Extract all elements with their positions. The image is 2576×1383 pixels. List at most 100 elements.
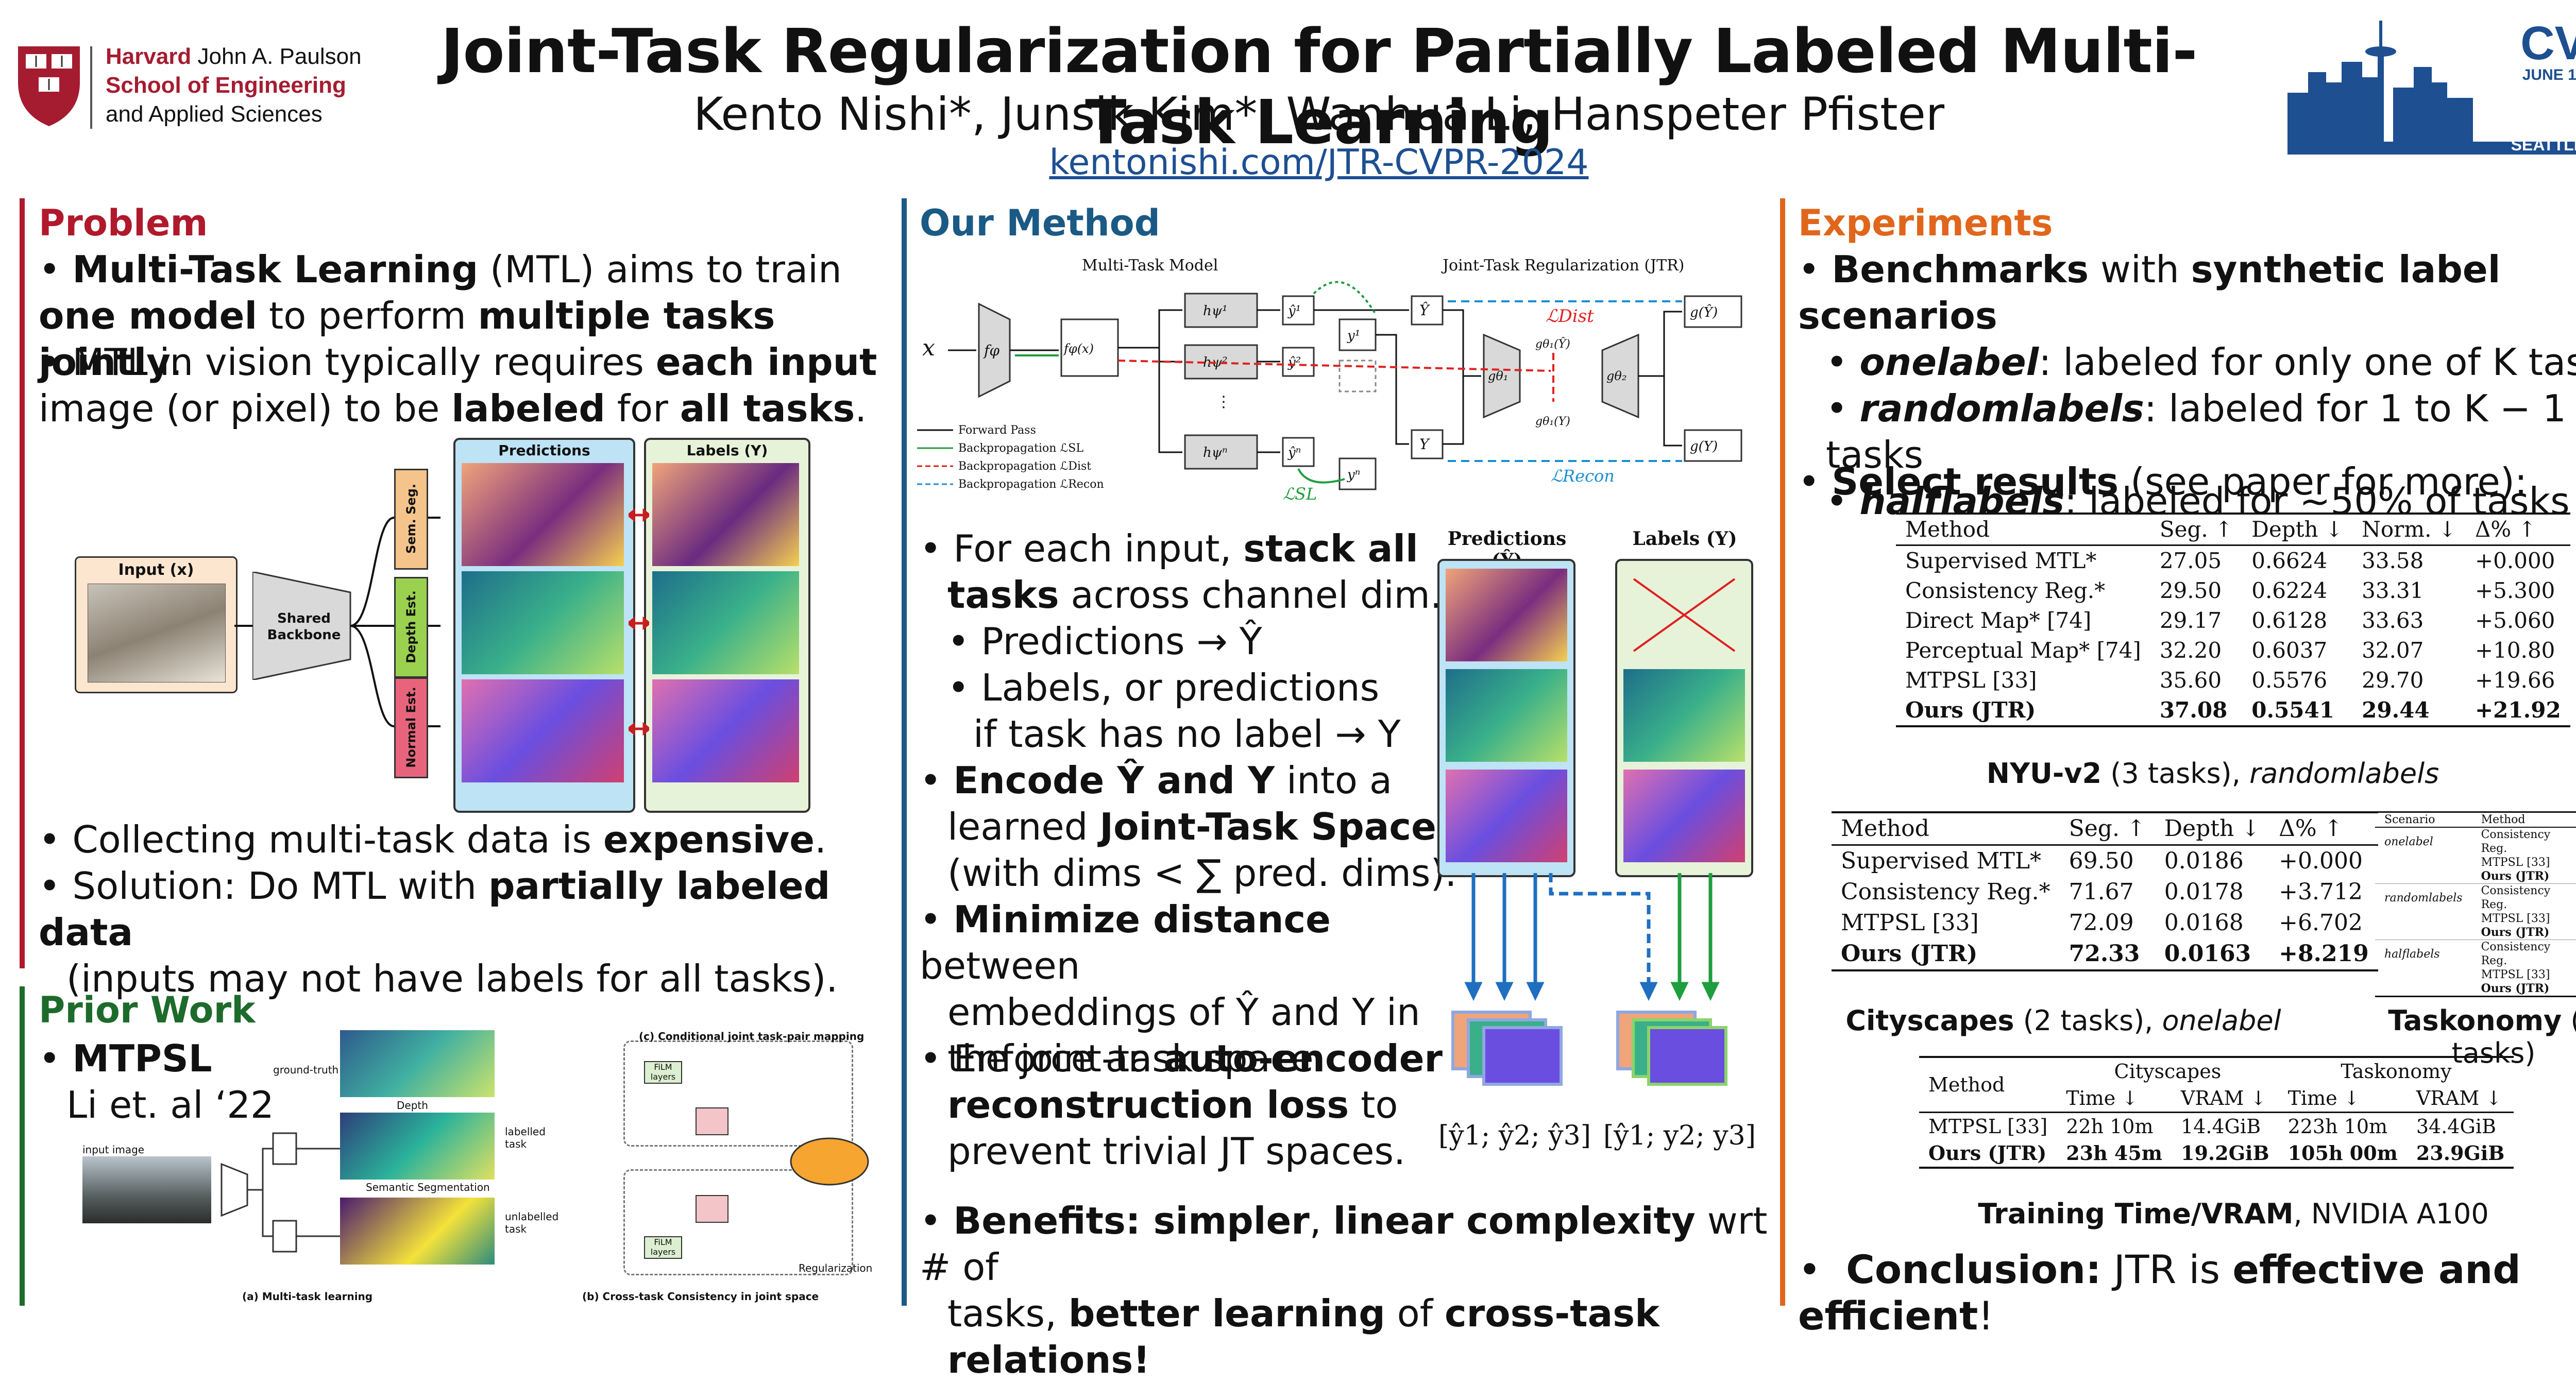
harvard-shield-icon	[18, 46, 80, 126]
prior-depth-pred	[340, 1113, 495, 1180]
task-cell: Consistency Reg.	[2481, 884, 2551, 911]
legend-bp-dist: Backpropagation ℒDist	[958, 460, 1091, 473]
nyu-cell: 33.58	[2362, 548, 2424, 573]
diag-x: x	[922, 335, 935, 361]
task-cell: MTPSL [33]	[2481, 856, 2550, 869]
time-cell: 23.9GiB	[2416, 1141, 2505, 1165]
nyu-cell: Consistency Reg.*	[1905, 578, 2106, 603]
nyu-cell: 33.31	[2362, 578, 2424, 603]
nyu-cell: 29.17	[2159, 608, 2222, 633]
task-row: MTPSL [33]+1.973	[2375, 856, 2576, 869]
diag-fphix: fφ(x)	[1063, 342, 1094, 356]
method-pred-panel	[1437, 559, 1575, 877]
nyu-header-cell: Δ% ↑	[2475, 517, 2536, 542]
city-cell: 69.50	[2069, 848, 2134, 874]
task-row: MTPSL [33]+1.261	[2375, 912, 2576, 926]
method-missing-label-icon	[1633, 578, 1736, 652]
fig-predictions-label: Predictions	[498, 442, 590, 459]
prior-reg-label: Regularization	[799, 1262, 873, 1274]
nyu-cell: 0.5541	[2251, 697, 2334, 723]
city-cell: Ours (JTR)	[1841, 941, 1978, 967]
seattle-skyline-icon: CVPR JUNE 17-21, 2024 SEATTLE, WA	[2287, 17, 2576, 155]
method-diagram: Multi-Task Model Joint-Task Regularizati…	[917, 257, 1742, 504]
task-cell	[2375, 856, 2472, 869]
time-header-cvram: VRAM ↓	[2181, 1087, 2267, 1109]
diag-Yhat: Ŷ	[1419, 302, 1430, 319]
nyu-cell: Supervised MTL*	[1905, 548, 2097, 573]
exp-bullet-2: • Select results (see paper for more):	[1798, 460, 2528, 503]
time-cell: 23h 45m	[2066, 1141, 2163, 1165]
nyu-cell: 29.50	[2159, 578, 2222, 603]
nyu-header-cell: Norm. ↓	[2362, 517, 2456, 542]
time-caption: Training Time/VRAM, NVIDIA A100	[1978, 1198, 2489, 1230]
nyu-cell: 0.6624	[2251, 548, 2328, 573]
diag-Y: Y	[1419, 436, 1430, 453]
diag-mtm-label: Multi-Task Model	[1082, 257, 1218, 275]
city-cell: 71.67	[2069, 879, 2134, 905]
nyu-header-cell: Depth ↓	[2251, 517, 2344, 542]
prior-unlabelled-label: unlabelled task	[505, 1210, 559, 1235]
prior-bar	[20, 986, 25, 1306]
experiments-title: Experiments	[1798, 202, 2053, 244]
fig-pred-seg	[462, 463, 624, 566]
diag-hn: hψⁿ	[1203, 445, 1228, 460]
method-stack-figure: Predictions (Ŷ) Labels (Y)	[1432, 528, 1762, 1162]
method-fig-labels-label: Labels (Y)	[1632, 528, 1737, 550]
time-header-method: Method	[1919, 1057, 2057, 1113]
harvard-applied: and Applied Sciences	[106, 101, 323, 127]
fig-pred-depth	[462, 571, 624, 674]
nyu-cell: 32.07	[2362, 638, 2424, 663]
time-cell: 223h 10m	[2287, 1115, 2388, 1138]
city-cell: +0.000	[2279, 848, 2363, 874]
nyu-cell: +21.92	[2475, 697, 2561, 723]
nyu-cell: +0.000	[2475, 548, 2555, 573]
time-cell: 19.2GiB	[2181, 1141, 2269, 1165]
city-header-cell: Δ% ↑	[2279, 815, 2343, 842]
fig-connectors	[234, 517, 440, 727]
time-header-ttime: Time ↓	[2287, 1087, 2360, 1109]
fig-labels-label: Labels (Y)	[686, 442, 768, 459]
prior-cond-box-bottom	[623, 1169, 853, 1275]
city-cell: MTPSL [33]	[1841, 910, 1979, 936]
nyu-cell: MTPSL [33]	[1905, 668, 2037, 693]
city-cell: +8.219	[2279, 941, 2369, 967]
diag-yh2: ŷ²	[1287, 355, 1301, 370]
task-cell: MTPSL [33]	[2481, 968, 2550, 981]
problem-title: Problem	[39, 202, 208, 244]
project-link[interactable]: kentonishi.com/JTR-CVPR-2024	[1049, 142, 1589, 183]
nyu-cell: 29.70	[2362, 668, 2424, 693]
fig-compare-arrows	[629, 508, 649, 736]
problem-bullet-3: • Collecting multi-task data is expensiv…	[39, 818, 827, 861]
task-cell: onelabel	[2384, 835, 2433, 848]
city-cell: 0.0168	[2164, 910, 2244, 936]
fig-input-box: Input (x)	[75, 556, 238, 693]
time-header-tvram: VRAM ↓	[2416, 1087, 2502, 1109]
prior-depth-label: Depth	[397, 1099, 428, 1112]
diag-jtr-label: Joint-Task Regularization (JTR)	[1441, 257, 1684, 275]
method-pred-normal	[1446, 770, 1567, 862]
task-row: MTPSL [33]+3.160	[2375, 968, 2576, 982]
time-cell: 14.4GiB	[2181, 1115, 2261, 1138]
city-cell: +6.702	[2279, 910, 2363, 936]
legend-bp-sl: Backpropagation ℒSL	[958, 442, 1083, 455]
fig-labels-panel: Labels (Y)	[644, 438, 810, 813]
method-bullet-2: • Encode Ŷ and Y into a learned Joint-Ta…	[920, 759, 1457, 895]
city-header-cell: Method	[1841, 815, 1929, 842]
diag-yh1: ŷ¹	[1287, 303, 1301, 319]
task-row: Ours (JTR)+5.075	[2375, 982, 2576, 997]
task-cell	[2375, 912, 2472, 926]
nyu-cell: 32.20	[2159, 638, 2222, 663]
city-header-cell: Seg. ↑	[2069, 815, 2146, 842]
diag-g1: gθ₁	[1488, 369, 1508, 383]
task-cell: MTPSL [33]	[2481, 912, 2550, 925]
task-caption: Taskonomy (7 tasks)	[2388, 1004, 2576, 1069]
